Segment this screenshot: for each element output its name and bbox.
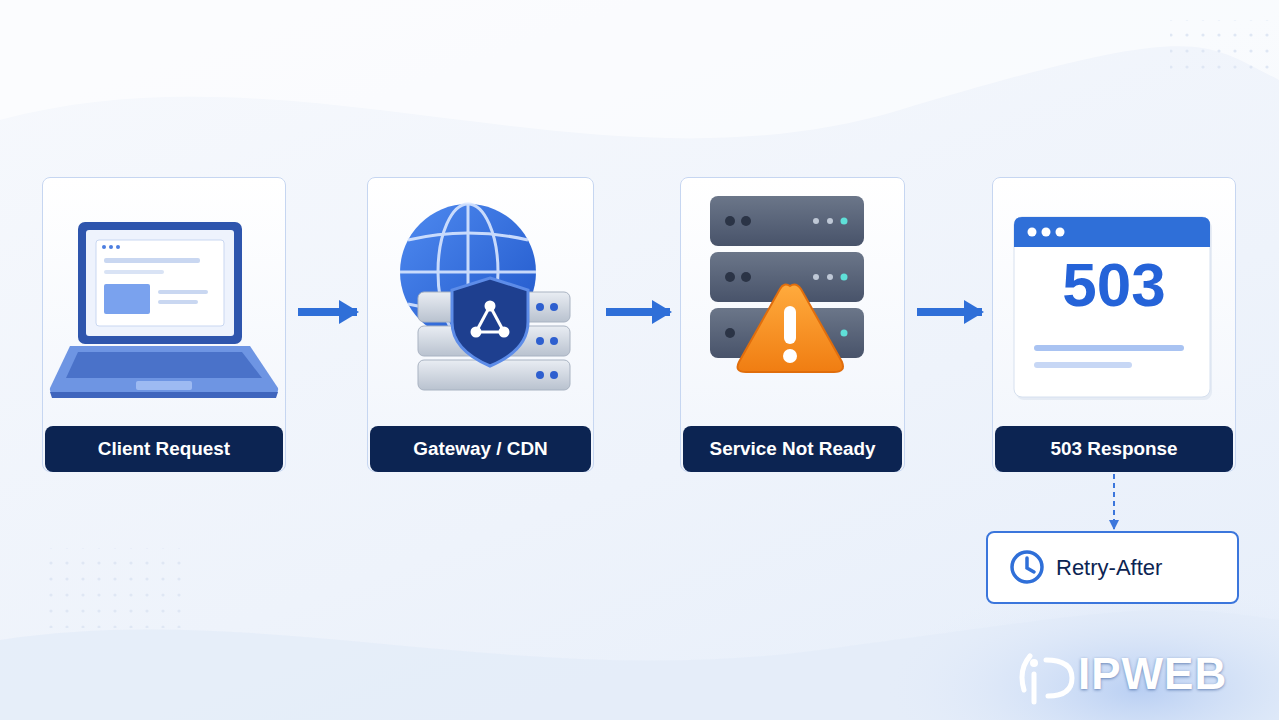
watermark-logo xyxy=(1022,656,1072,702)
response-card: 503 503 Response xyxy=(992,177,1236,472)
status-code: 503 xyxy=(1015,254,1213,316)
flow-arrow xyxy=(917,308,982,316)
gateway-cdn-card: Gateway / CDN xyxy=(367,177,594,472)
watermark: IPWEB xyxy=(1078,652,1227,696)
node-label: Retry-After xyxy=(1056,533,1162,602)
retry-after-box: Retry-After xyxy=(986,531,1239,604)
clock-icon xyxy=(1012,552,1042,582)
flow-arrow xyxy=(1113,474,1115,529)
browser-window-icon xyxy=(1014,217,1212,400)
node-label: 503 Response xyxy=(995,426,1233,472)
node-label: Gateway / CDN xyxy=(370,426,591,472)
flow-arrow xyxy=(606,308,670,316)
laptop-icon xyxy=(50,222,278,398)
node-label: Client Request xyxy=(45,426,283,472)
service-card: Service Not Ready xyxy=(680,177,905,472)
flow-arrow xyxy=(298,308,357,316)
node-label: Service Not Ready xyxy=(683,426,902,472)
server-warning-icon xyxy=(710,196,864,372)
client-request-card: Client Request xyxy=(42,177,286,472)
gateway-icon xyxy=(400,204,570,390)
